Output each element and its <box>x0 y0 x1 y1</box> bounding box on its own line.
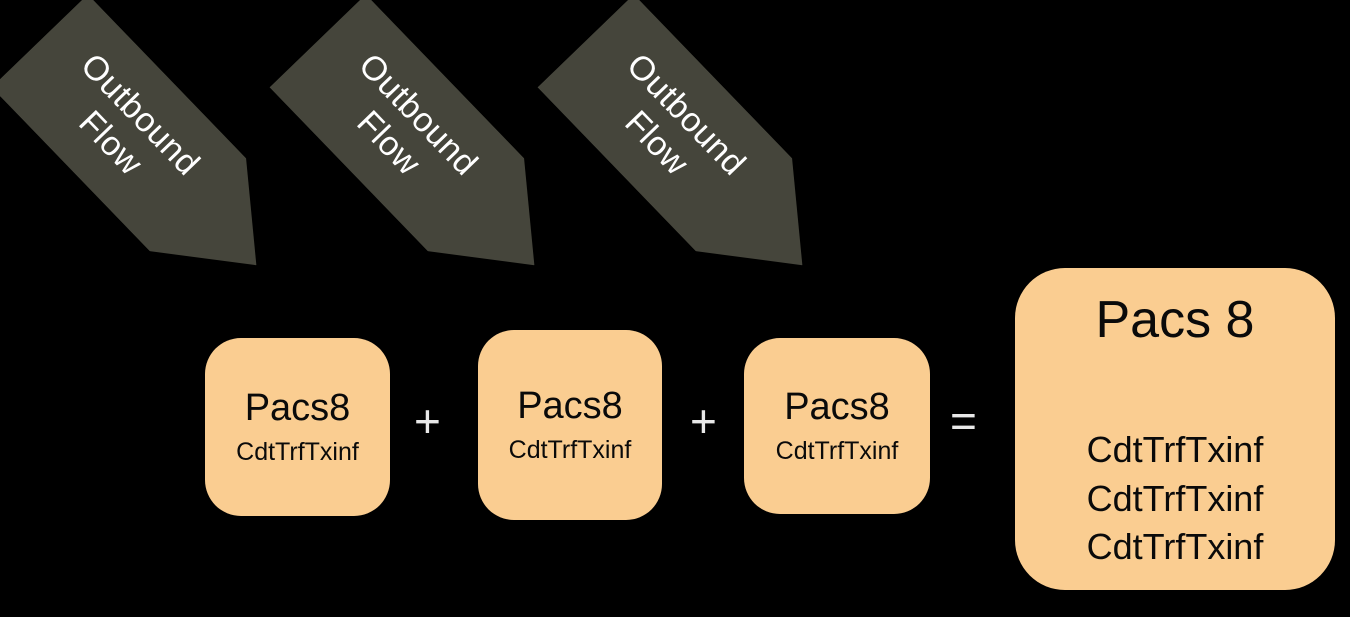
plus-operator-2: + <box>690 395 717 447</box>
pacs8-box-title: Pacs8 <box>517 385 623 427</box>
plus-operator-1: + <box>414 395 441 447</box>
pacs8-box-2: Pacs8 CdtTrfTxinf <box>478 330 662 520</box>
arrow-label: Outbound Flow <box>42 45 208 213</box>
pacs8-box-title: Pacs8 <box>244 387 351 429</box>
outbound-flow-arrow-2: Outbound Flow <box>269 0 582 312</box>
result-line-3: CdtTrfTxinf <box>1086 526 1264 568</box>
result-pacs8-box: Pacs 8 CdtTrfTxinf CdtTrfTxinf CdtTrfTxi… <box>1015 268 1335 590</box>
arrow-shape: Outbound Flow <box>537 0 850 312</box>
arrow-label: Outbound Flow <box>320 45 486 213</box>
result-line-1: CdtTrfTxinf <box>1086 429 1264 471</box>
pacs8-box-subtitle: CdtTrfTxinf <box>508 436 632 464</box>
pacs8-box-subtitle: CdtTrfTxinf <box>775 437 899 465</box>
arrow-shape: Outbound Flow <box>269 0 582 312</box>
result-box-title: Pacs 8 <box>1095 291 1255 349</box>
pacs8-box-subtitle: CdtTrfTxinf <box>236 438 359 466</box>
result-box-lines: CdtTrfTxinf CdtTrfTxinf CdtTrfTxinf <box>1087 426 1264 572</box>
arrow-shape: Outbound Flow <box>0 0 305 312</box>
outbound-flow-arrow-1: Outbound Flow <box>0 0 305 312</box>
result-line-2: CdtTrfTxinf <box>1086 477 1264 519</box>
pacs8-box-1: Pacs8 CdtTrfTxinf <box>205 338 390 516</box>
outbound-flow-arrow-3: Outbound Flow <box>537 0 850 312</box>
pacs8-box-3: Pacs8 CdtTrfTxinf <box>744 338 930 514</box>
arrow-label: Outbound Flow <box>588 45 754 213</box>
pacs8-box-title: Pacs8 <box>784 386 890 428</box>
equals-operator: = <box>950 395 977 447</box>
